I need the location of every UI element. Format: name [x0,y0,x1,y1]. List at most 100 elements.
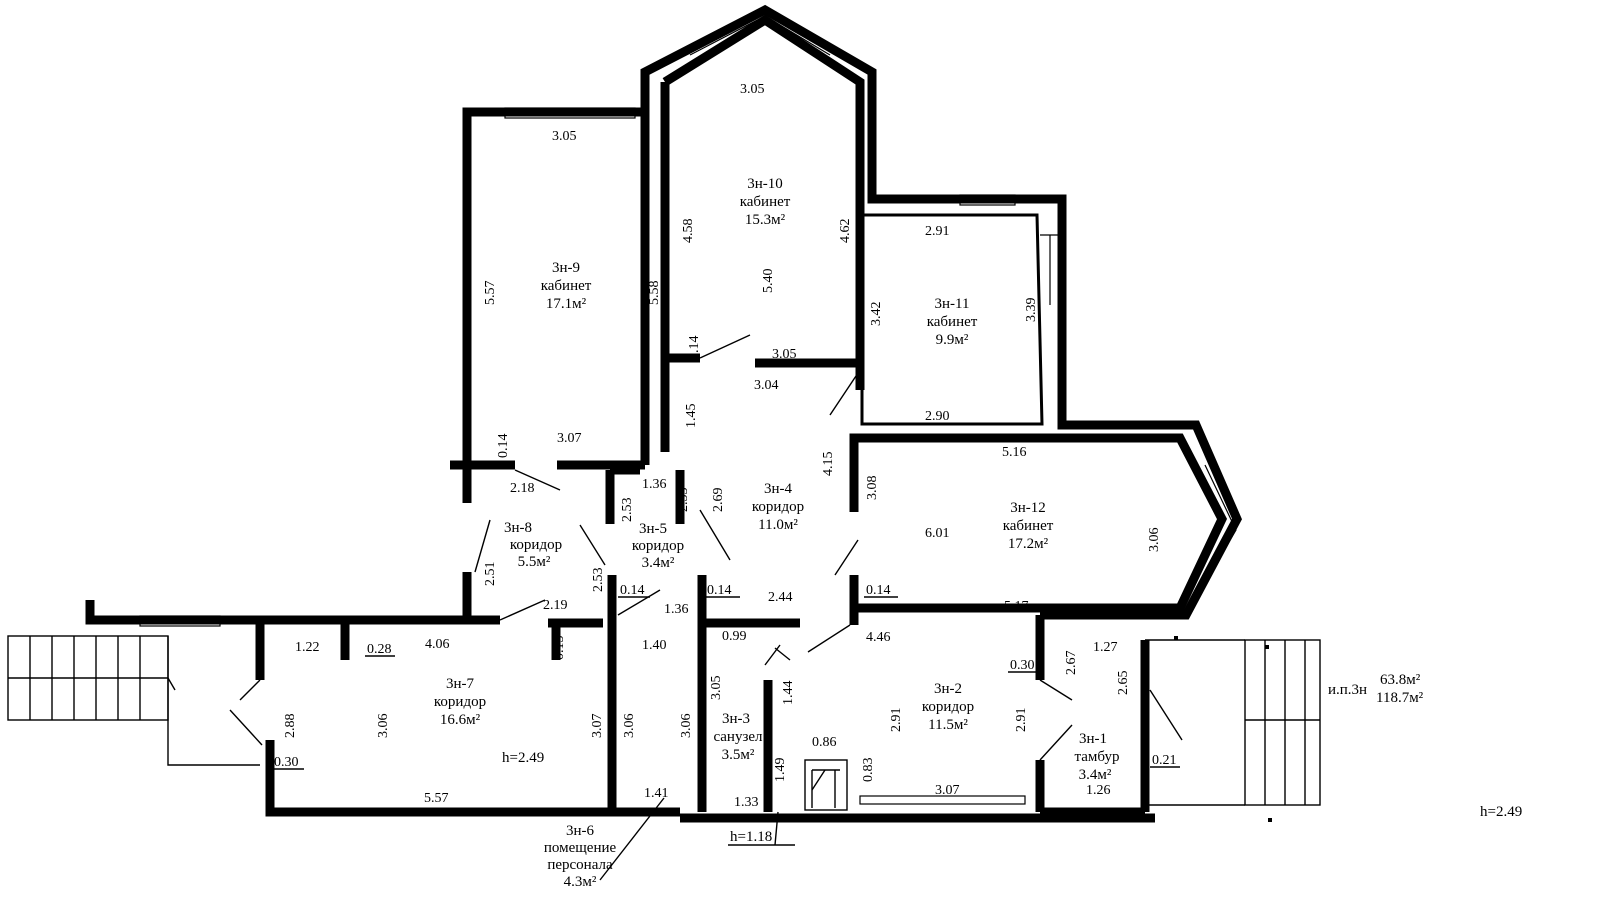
dim: 0.30 [274,755,299,770]
dim: 1.44 [781,681,796,706]
dim: 4.15 [821,452,836,477]
room-8-area: 5.5м² [518,554,551,570]
dim: 0.28 [367,642,392,657]
dim: 1.49 [773,758,788,783]
room-12-code: 3н-12 [1010,500,1046,516]
dim: 2.67 [1064,651,1079,676]
dim: 3.05 [772,347,797,362]
room-4-area: 11.0м² [758,517,798,533]
dim: 0.30 [1010,658,1035,673]
dim: 0.86 [812,735,837,750]
dim: 3.05 [552,129,577,144]
dim: 0.14 [620,583,645,598]
dim: 3.42 [869,302,884,327]
room-7-code: 3н-7 [446,676,475,692]
room-2-code: 3н-2 [934,681,962,697]
dim: 3.06 [622,714,637,739]
room-10-area: 15.3м² [745,212,786,228]
dim: 4.62 [838,219,853,244]
room-6-type2: персонала [547,857,613,873]
stairs-left [7,635,260,766]
dim: 1.33 [734,795,759,810]
height-low: h=1.18 [730,829,772,845]
room-9-code: 3н-9 [552,260,580,276]
room-11-area: 9.9м² [936,332,969,348]
room-3-area: 3.5м² [722,747,755,763]
dim: 2.51 [483,562,498,587]
room-8-code: 3н-8 [504,520,532,536]
summary-area-2: 118.7м² [1376,690,1424,706]
room-9-type: кабинет [541,278,592,294]
dim: 3.07 [590,714,605,739]
dim: 3.04 [754,378,779,393]
dim: 1.36 [642,477,667,492]
dim: 2.65 [1116,671,1131,696]
room-3-code: 3н-3 [722,711,750,727]
dim: 1.41 [644,786,669,801]
room-8-type: коридор [510,537,562,553]
dim: 3.07 [935,783,960,798]
dim: 5.16 [1002,445,1027,460]
dim: 2.44 [768,590,793,605]
room-5-area: 3.4м² [642,555,675,571]
room-5-type: коридор [632,538,684,554]
dim: 0.21 [1152,753,1177,768]
annotations: h=2.49 h=1.18 h=2.49 и.п.3н 63.8м² 118.7… [502,672,1522,846]
room-2-type: коридор [922,699,974,715]
dim: 0.15 [552,636,567,661]
dim: 0.14 [866,583,891,598]
dim: 0.14 [496,434,511,459]
room-2-area: 11.5м² [928,717,968,733]
dim: 3.07 [557,431,582,446]
dim: 5.57 [483,281,498,306]
summary-label: и.п.3н [1328,682,1367,698]
dim: 4.46 [866,630,891,645]
dim: 3.05 [740,82,765,97]
dim: 0.14 [707,583,732,598]
dim: 2.18 [510,481,535,496]
room-6-type1: помещение [544,840,617,856]
dim: 4.58 [681,219,696,244]
dim: 5.57 [424,791,449,806]
dim: 4.06 [425,637,450,652]
room-6-area: 4.3м² [564,874,597,890]
dim: 2.19 [543,598,568,613]
dim: 1.26 [1086,783,1111,798]
walls [85,4,1242,823]
dim: 2.91 [1014,708,1029,733]
dim: 1.22 [295,640,320,655]
dim: 5.17 [1004,599,1029,614]
room-1-code: 3н-1 [1079,731,1107,747]
dim: 3.06 [1147,528,1162,553]
dim: 5.40 [761,269,776,294]
dim: 2.53 [676,488,691,513]
height-room-7: h=2.49 [502,750,544,766]
room-1-area: 3.4м² [1079,767,1112,783]
room-4-code: 3н-4 [764,481,793,497]
room-10-type: кабинет [740,194,791,210]
dim: 2.88 [283,714,298,739]
room-6-code: 3н-6 [566,823,595,839]
dim: 0.99 [722,629,747,644]
room-11-type: кабинет [927,314,978,330]
room-7-area: 16.6м² [440,712,481,728]
room-10-code: 3н-10 [747,176,783,192]
room-9-area: 17.1м² [546,296,587,312]
dim: 1.27 [1093,640,1118,655]
dim: 6.01 [925,526,950,541]
dim: 2.53 [620,498,635,523]
dim: 3.08 [865,476,880,501]
dim: 2.91 [925,224,950,239]
dim: 0.14 [687,336,702,361]
room-labels: 3н-9 кабинет 17.1м² 3н-10 кабинет 15.3м²… [434,176,1120,890]
room-11-code: 3н-11 [935,296,970,312]
room-7-type: коридор [434,694,486,710]
dim: 3.39 [1024,298,1039,323]
summary-area-1: 63.8м² [1380,672,1421,688]
dim: 3.06 [679,714,694,739]
dim: 1.36 [664,602,689,617]
room-4-type: коридор [752,499,804,515]
dim: 2.53 [591,568,606,593]
room-1-type: тамбур [1075,749,1120,765]
